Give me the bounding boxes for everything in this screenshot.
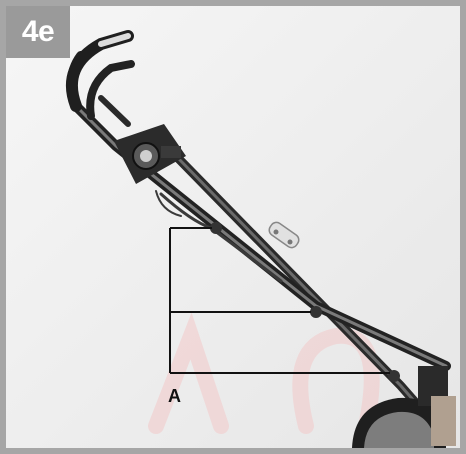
callout-lines (169, 227, 390, 374)
control-box (114, 124, 186, 184)
handle-grip (65, 30, 135, 120)
bail-lever (98, 95, 131, 127)
callout-label-a: A (168, 386, 181, 406)
mower-wheel (352, 366, 456, 448)
watermark (148, 312, 380, 434)
mower-handle-photo (6, 6, 460, 448)
quick-release-clamp (268, 221, 300, 249)
step-badge: 4e (6, 6, 70, 58)
handle-fasteners (210, 222, 400, 382)
